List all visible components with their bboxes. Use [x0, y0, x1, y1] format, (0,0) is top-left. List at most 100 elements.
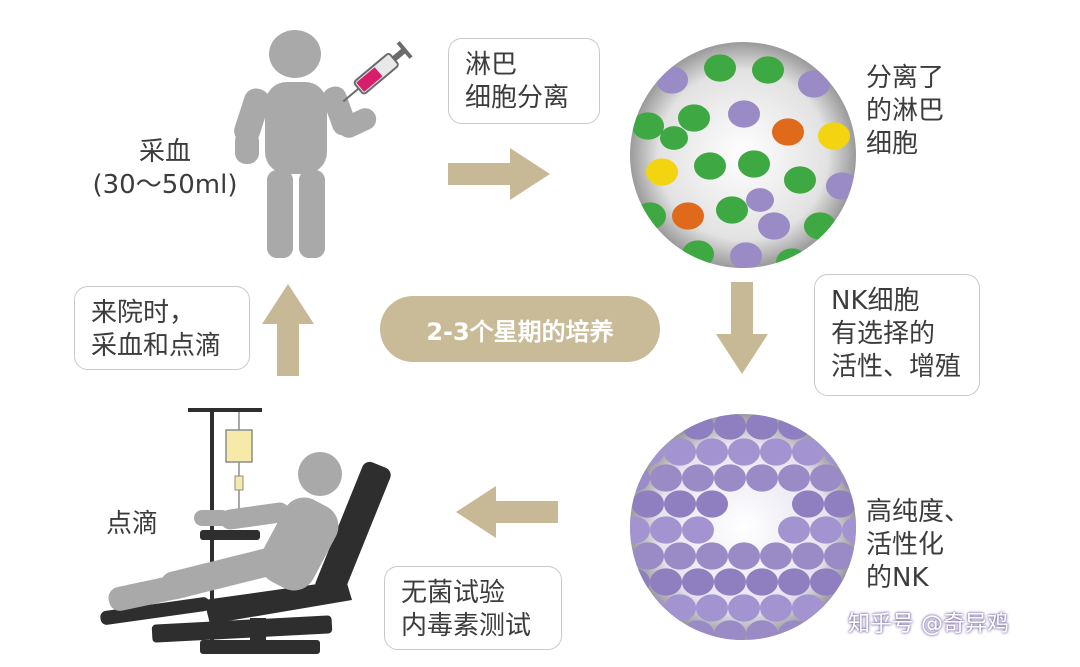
cell: [792, 542, 824, 570]
watermark-text: 知乎号 @奇异鸡: [848, 612, 1009, 637]
cell: [634, 202, 666, 230]
blood-draw-label: 采血 (30～50ml): [92, 137, 238, 200]
cell: [818, 122, 850, 150]
cell: [714, 464, 746, 492]
cell: [810, 568, 842, 596]
cell: [682, 516, 714, 544]
hospital-visit-box: 来院时， 采血和点滴: [74, 286, 250, 370]
cell: [664, 594, 696, 622]
person-blood-draw-icon: [234, 30, 413, 258]
cell: [678, 104, 710, 132]
cell: [746, 414, 778, 440]
cell: [646, 158, 678, 186]
high-purity-nk-label: 高纯度、 活性化 的NK: [866, 497, 971, 593]
cell: [630, 414, 650, 440]
cell: [728, 594, 760, 622]
cell: [650, 414, 682, 440]
cell: [760, 542, 792, 570]
cell: [826, 172, 856, 200]
cell: [824, 490, 856, 518]
cell: [630, 620, 650, 640]
cell: [746, 188, 774, 212]
culture-period-pill: 2-3个星期的培养: [380, 296, 660, 362]
cell: [672, 202, 704, 230]
cell: [778, 516, 810, 544]
cell: [696, 594, 728, 622]
separated-lymphocytes-icon: [630, 42, 856, 268]
cell: [728, 100, 760, 128]
nk-activation-box: NK细胞 有选择的 活性、增殖: [814, 274, 980, 396]
cell: [792, 490, 824, 518]
cell: [792, 438, 824, 466]
cell: [682, 568, 714, 596]
sterility-test-box: 无菌试验 内毒素测试: [384, 566, 562, 650]
cell: [682, 620, 714, 640]
cell: [842, 464, 856, 492]
cell: [778, 568, 810, 596]
arrow-up-icon: [262, 284, 314, 376]
arrow-down-icon: [716, 282, 768, 374]
cell: [696, 490, 728, 518]
cell: [650, 620, 682, 640]
cell: [656, 66, 688, 94]
cell: [752, 56, 784, 84]
cell: [776, 248, 808, 268]
cell: [664, 542, 696, 570]
cell: [760, 438, 792, 466]
cell: [694, 152, 726, 180]
cell: [630, 464, 650, 492]
arrow-right-icon: [448, 148, 550, 200]
cell: [792, 594, 824, 622]
cell: [810, 414, 842, 440]
cell: [728, 542, 760, 570]
cell: [650, 464, 682, 492]
cell: [682, 240, 714, 268]
cell: [716, 196, 748, 224]
cell: [778, 414, 810, 440]
cell: [632, 594, 664, 622]
cell: [714, 568, 746, 596]
cell: [660, 126, 688, 150]
cell: [650, 568, 682, 596]
cell: [772, 118, 804, 146]
cell: [714, 620, 746, 640]
separated-lymph-label: 分离了 的淋巴 细胞: [866, 63, 945, 159]
cell: [758, 212, 790, 240]
cell: [632, 438, 664, 466]
cell: [630, 516, 650, 544]
cell: [738, 150, 770, 178]
cell: [704, 54, 736, 82]
cell: [730, 242, 762, 268]
cell: [842, 414, 856, 440]
cell: [746, 620, 778, 640]
cell: [714, 414, 746, 440]
cell: [630, 568, 650, 596]
cell: [798, 70, 830, 98]
cell: [824, 542, 856, 570]
cell: [696, 438, 728, 466]
cell: [664, 438, 696, 466]
cell: [760, 594, 792, 622]
cell: [650, 516, 682, 544]
cell: [632, 542, 664, 570]
cell: [778, 464, 810, 492]
cell: [632, 112, 664, 140]
cell: [632, 490, 664, 518]
cell: [728, 438, 760, 466]
cell: [784, 166, 816, 194]
cell: [810, 620, 842, 640]
cell: [842, 516, 856, 544]
cell: [682, 414, 714, 440]
cell: [682, 464, 714, 492]
cell: [824, 438, 856, 466]
infusion-label: 点滴: [106, 509, 159, 539]
cell: [746, 568, 778, 596]
lymph-separation-box: 淋巴 细胞分离: [448, 38, 600, 124]
cell: [810, 516, 842, 544]
cell: [810, 464, 842, 492]
cell: [804, 212, 836, 240]
cell: [696, 542, 728, 570]
infusion-chair-person-icon: [100, 408, 391, 654]
cell: [778, 620, 810, 640]
nk-cells-icon: [630, 414, 856, 640]
